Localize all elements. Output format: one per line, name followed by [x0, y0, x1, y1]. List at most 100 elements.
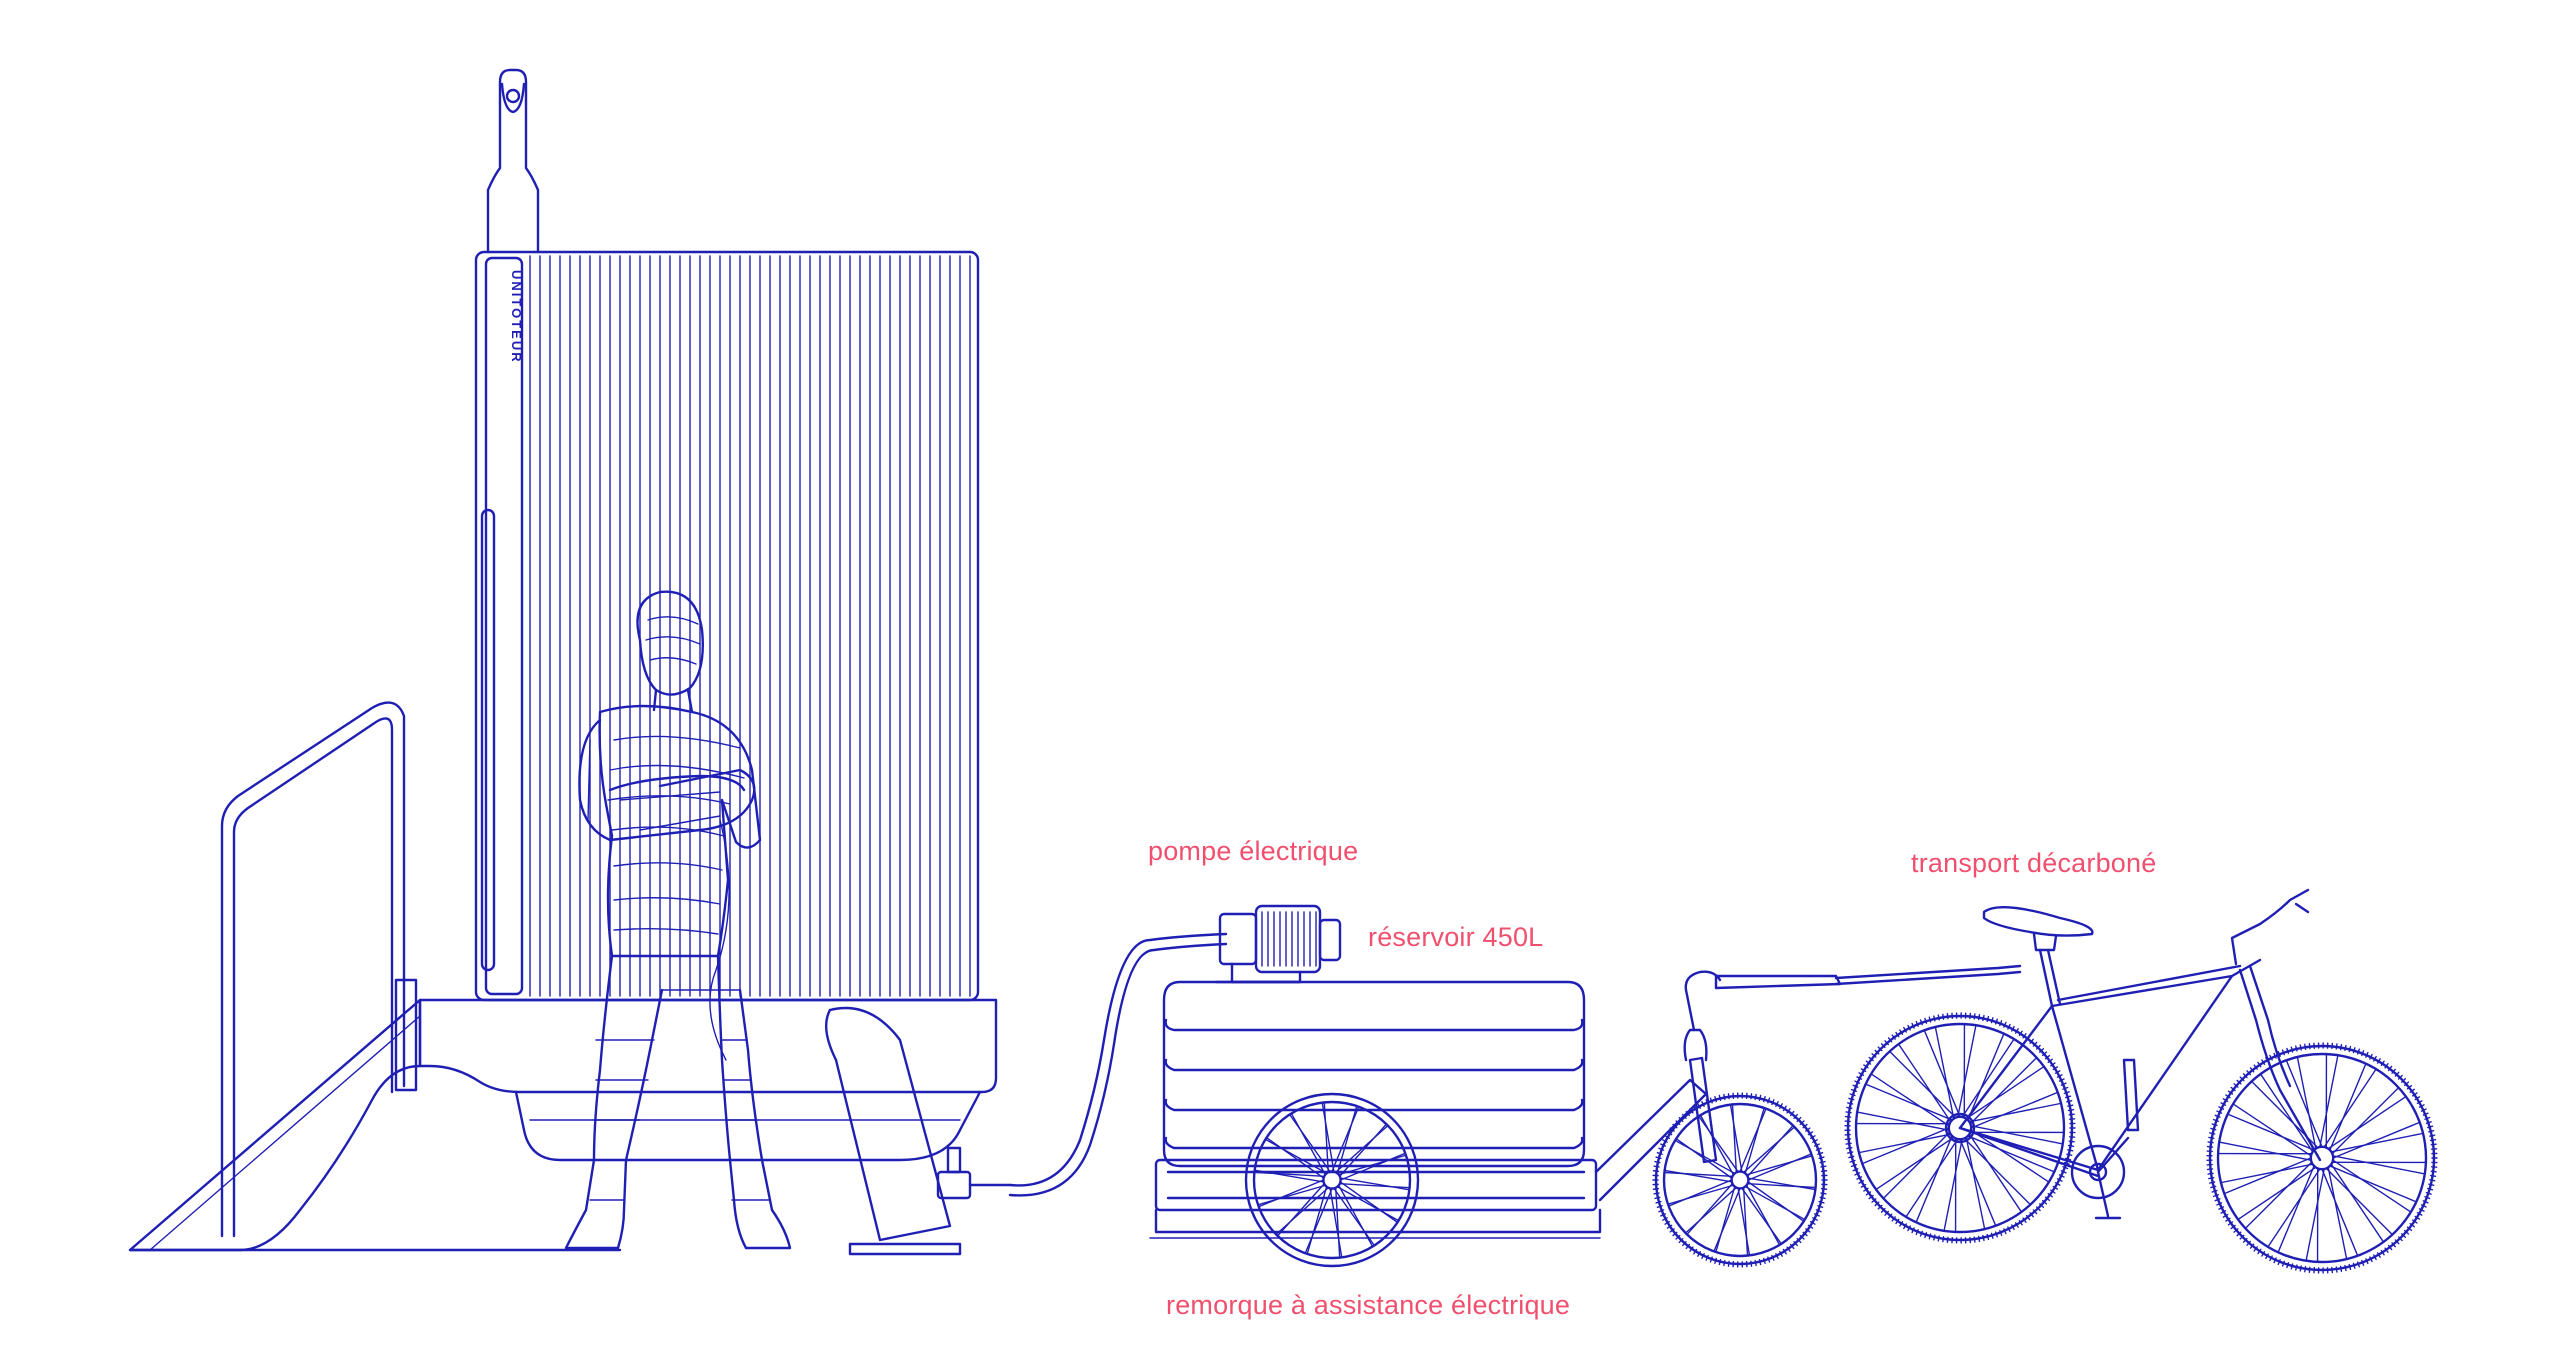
tread	[1793, 1241, 1798, 1247]
spoke	[1699, 1114, 1735, 1176]
tread	[2056, 1178, 2063, 1182]
spoke	[1961, 1038, 2015, 1118]
tread	[2210, 1127, 2217, 1131]
tread	[2420, 1108, 2427, 1112]
tread	[1666, 1131, 1673, 1136]
tread	[2035, 1044, 2041, 1050]
access-ramp	[128, 998, 422, 1252]
spoke	[1744, 1185, 1806, 1221]
drain-pipe	[828, 1006, 952, 1242]
tread	[2003, 1228, 2007, 1235]
rim	[1854, 1022, 2066, 1234]
tread	[1654, 1196, 1661, 1200]
hub	[1322, 1170, 1342, 1190]
tread	[1820, 1165, 1827, 1168]
tread	[2052, 1066, 2059, 1071]
tread	[1807, 1224, 1814, 1229]
tread	[1658, 1147, 1665, 1151]
tread	[2384, 1063, 2389, 1069]
tread	[1675, 1234, 1681, 1240]
tread	[2403, 1229, 2410, 1235]
tread	[2236, 1231, 2242, 1237]
tread	[2369, 1256, 2373, 1263]
spoke	[1967, 1135, 2055, 1173]
tread	[1986, 1015, 1990, 1023]
tread	[2063, 1161, 2070, 1165]
tread	[2290, 1046, 2294, 1053]
spoke	[1336, 1105, 1358, 1174]
spoke	[1731, 1103, 1738, 1174]
trailer-frame	[1154, 1158, 1598, 1212]
tread	[1977, 1235, 1981, 1243]
tread	[2066, 1099, 2073, 1103]
tread	[2050, 1062, 2056, 1067]
tread	[1820, 1170, 1828, 1172]
tread	[1848, 1097, 1855, 1101]
tread	[1820, 1192, 1827, 1195]
tread	[2208, 1136, 2215, 1139]
tread	[2397, 1236, 2403, 1242]
spoke	[1856, 1111, 1950, 1131]
spoke	[1288, 1113, 1331, 1173]
tread	[2277, 1259, 2281, 1266]
tread	[1678, 1116, 1684, 1122]
tread	[2035, 1206, 2041, 1212]
tread	[2068, 1113, 2075, 1116]
tread	[2344, 1044, 2347, 1052]
spoke	[1970, 1125, 2064, 1145]
spoke	[2331, 1086, 2400, 1155]
tread	[1877, 1046, 1883, 1052]
tread	[1919, 1019, 1923, 1026]
spoke	[1968, 1102, 2062, 1123]
tread	[1660, 1143, 1667, 1147]
tread	[2376, 1252, 2381, 1258]
tread	[2044, 1196, 2051, 1202]
tread	[1689, 1246, 1694, 1252]
tread	[2281, 1260, 2285, 1267]
tread	[1762, 1257, 1766, 1264]
tread	[1852, 1084, 1859, 1088]
tread	[2032, 1041, 2038, 1047]
spoke	[1746, 1182, 1817, 1189]
tread	[1805, 1127, 1811, 1132]
tread	[2424, 1196, 2431, 1200]
tread	[1779, 1251, 1783, 1257]
tread	[1758, 1094, 1762, 1102]
tread	[2369, 1053, 2373, 1060]
tread	[2356, 1048, 2360, 1055]
tread	[2212, 1194, 2220, 1198]
tread	[2420, 1204, 2427, 1208]
vent-mast	[486, 68, 540, 254]
tread	[1672, 1123, 1678, 1129]
tread	[2025, 1214, 2031, 1221]
tread	[2277, 1050, 2281, 1057]
spoke	[1339, 1183, 1411, 1189]
tread	[2387, 1065, 2393, 1072]
tread	[1874, 1201, 1880, 1207]
spoke	[1915, 1135, 1953, 1223]
spoke	[2332, 1155, 2426, 1175]
spoke	[1339, 1123, 1388, 1177]
tread	[2058, 1174, 2065, 1178]
tread	[2406, 1084, 2413, 1090]
tread	[1678, 1238, 1684, 1244]
spoke	[2325, 1167, 2394, 1236]
spoke	[2329, 1063, 2367, 1151]
tread	[1782, 1105, 1787, 1112]
tread	[2427, 1125, 2434, 1129]
tread	[1813, 1143, 1820, 1147]
tread	[2065, 1157, 2072, 1161]
tread	[2222, 1213, 2229, 1218]
tread	[1658, 1209, 1665, 1213]
spoke	[1965, 1065, 2045, 1120]
tread	[2295, 1045, 2298, 1052]
tread	[1868, 1056, 1874, 1062]
tread	[1982, 1014, 1985, 1022]
tread	[2018, 1219, 2023, 1226]
spoke	[1923, 1029, 1961, 1118]
trailer-fork	[1688, 1056, 1718, 1164]
tread	[2290, 1263, 2294, 1270]
tread	[1863, 1064, 1869, 1069]
tread	[2220, 1102, 2227, 1106]
